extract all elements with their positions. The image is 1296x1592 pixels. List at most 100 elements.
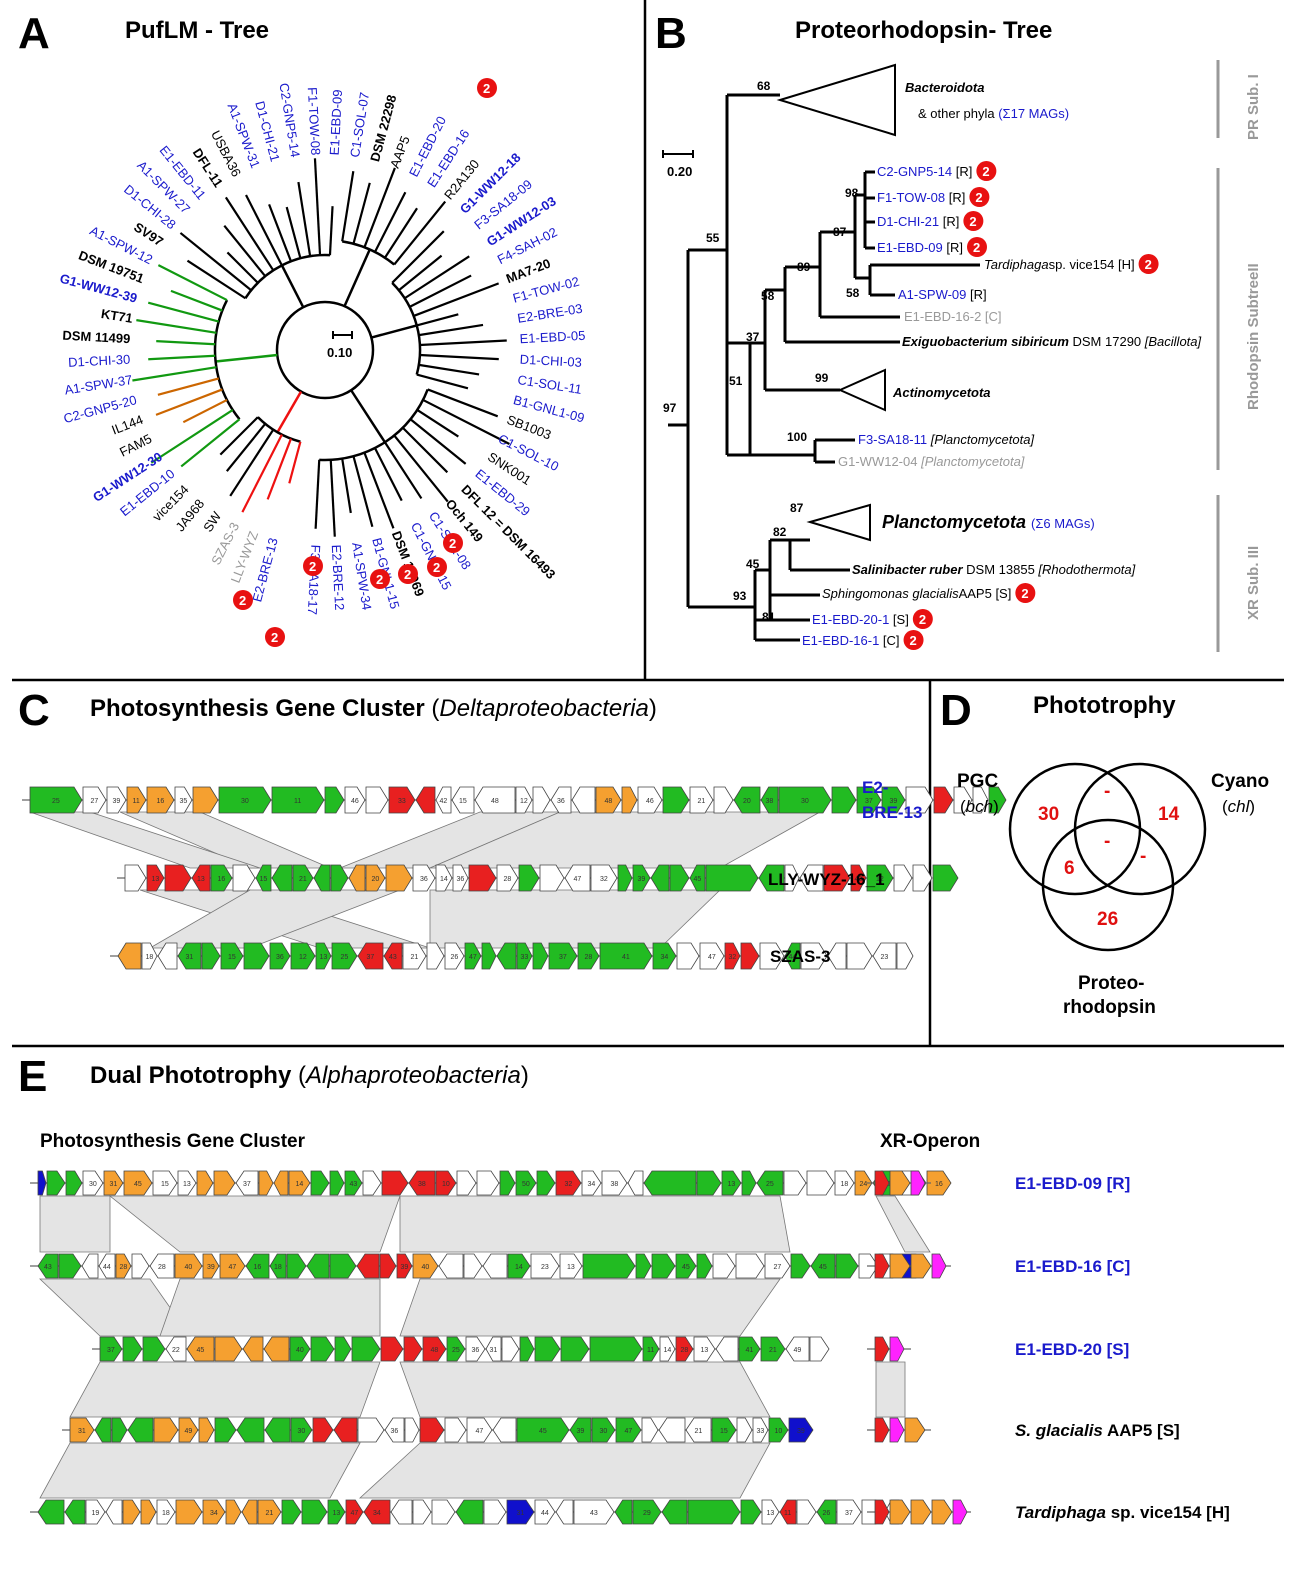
bootstrap-value: 51 — [729, 374, 743, 388]
bootstrap-value: 87 — [790, 501, 804, 515]
gene-arrow — [404, 1417, 420, 1443]
gene-number: 45 — [694, 876, 702, 883]
gene-arrow — [889, 1417, 905, 1443]
gene-number: 28 — [504, 876, 512, 883]
gene-arrow — [685, 1417, 712, 1443]
gene-arrow — [269, 1253, 287, 1279]
badge-2: 2 — [443, 533, 463, 553]
gene-arrow — [724, 942, 741, 970]
gene-arrow — [408, 1170, 436, 1196]
gene-arrow — [675, 1336, 694, 1362]
gene-arrow — [836, 1499, 862, 1525]
tree-a-label: E1-EBD-05 — [519, 328, 585, 346]
gene-number: 39 — [207, 1264, 215, 1271]
gene-number: 12 — [876, 876, 884, 883]
tree-a-branch — [186, 259, 246, 300]
gene-arrow — [202, 1253, 220, 1279]
badge-2: 2 — [477, 78, 497, 98]
gene-arrow — [846, 942, 873, 970]
gene-number: 44 — [789, 954, 797, 961]
gene-arrow — [507, 1253, 531, 1279]
gene-arrow — [893, 864, 913, 892]
bootstrap-value: 99 — [815, 371, 829, 385]
tree-a-branch — [285, 206, 302, 259]
gene-arrow — [255, 864, 272, 892]
gene-arrow — [220, 942, 244, 970]
gene-arrow — [783, 1170, 807, 1196]
tree-a-branch — [416, 408, 459, 438]
gene-number: 13 — [701, 1347, 709, 1354]
gene-arrow — [759, 942, 785, 970]
gene-number: 25 — [341, 954, 349, 961]
gene-arrow — [446, 1336, 466, 1362]
gene-arrow — [735, 1253, 765, 1279]
gene-arrow — [290, 942, 316, 970]
gene-arrow — [468, 864, 497, 892]
gene-arrow — [329, 1253, 357, 1279]
gene-arrow — [582, 1253, 636, 1279]
badge-2: 2 — [912, 609, 933, 629]
tree-a-branch — [413, 282, 500, 317]
gene-arrow — [396, 1253, 413, 1279]
gene-arrow — [932, 864, 959, 892]
gene-arrow — [232, 864, 256, 892]
venn-all: - — [1104, 831, 1110, 852]
svg-text:2: 2 — [969, 214, 976, 229]
gene-number: 14 — [296, 1181, 304, 1188]
venn-cyano-proteo: - — [1140, 846, 1146, 867]
gene-number: 28 — [585, 954, 593, 961]
gene-number: 19 — [92, 1510, 100, 1517]
genome-label: E1-EBD-20 [S] — [1015, 1340, 1129, 1359]
gene-arrow — [81, 1253, 99, 1279]
gene-arrow — [140, 1499, 157, 1525]
gene-arrow — [652, 942, 677, 970]
gene-number: 36 — [457, 876, 465, 883]
tree-a-branch — [223, 224, 267, 277]
gene-arrow — [601, 1170, 628, 1196]
bootstrap-value: 37 — [746, 330, 760, 344]
gene-arrow — [693, 1336, 716, 1362]
synteny-band — [399, 1195, 791, 1253]
gene-number: 34 — [588, 1181, 596, 1188]
gene-row-ebd09: 3031451513371443381050323438132518243816 — [30, 1170, 952, 1196]
gene-arrow — [263, 1336, 290, 1362]
gene-number: 23 — [881, 954, 889, 961]
gene-arrow — [816, 1499, 837, 1525]
badge-2: 2 — [398, 564, 418, 584]
gene-arrow — [506, 1499, 535, 1525]
gene-number: 14 — [664, 1347, 672, 1354]
tree-a-branch — [373, 447, 403, 502]
gene-number: 37 — [367, 954, 375, 961]
gene-arrow — [904, 1417, 926, 1443]
gene-number: 31 — [78, 1428, 86, 1435]
gene-arrow — [324, 786, 345, 814]
gene-arrow — [736, 1417, 753, 1443]
gene-arrow — [492, 1417, 517, 1443]
bootstrap-value: 97 — [663, 401, 677, 415]
gene-arrow — [518, 864, 540, 892]
tree-a-branch — [136, 319, 217, 334]
gene-arrow — [800, 942, 828, 970]
gene-number: 40 — [296, 1347, 304, 1354]
panel-c: C Photosynthesis Gene Cluster (Deltaprot… — [18, 686, 1007, 970]
gene-arrow — [435, 786, 452, 814]
gene-arrow — [696, 1170, 722, 1196]
pufLM-tree: E2-BRE-13LLY-WYZSZAS-3SWJA968vice154E1-E… — [58, 78, 586, 647]
bootstrap-value: 58 — [761, 289, 775, 303]
xr-operon-row — [867, 1417, 931, 1443]
gene-arrow — [874, 1499, 890, 1525]
tree-a-branch — [404, 255, 470, 300]
gene-arrow — [146, 786, 175, 814]
tree-a-label: E2-BRE-03 — [516, 301, 583, 326]
gene-arrow — [310, 1336, 335, 1362]
gene-arrow — [243, 942, 270, 970]
gene-number: 38 — [611, 1181, 619, 1188]
svg-text:2: 2 — [975, 190, 982, 205]
gene-number: 14 — [440, 876, 448, 883]
gene-arrow — [854, 1170, 873, 1196]
tree-b-leaf: C2-GNP5-14 [R] — [877, 164, 972, 179]
gene-number: 25 — [766, 1181, 774, 1188]
gene-number: 36 — [472, 1347, 480, 1354]
